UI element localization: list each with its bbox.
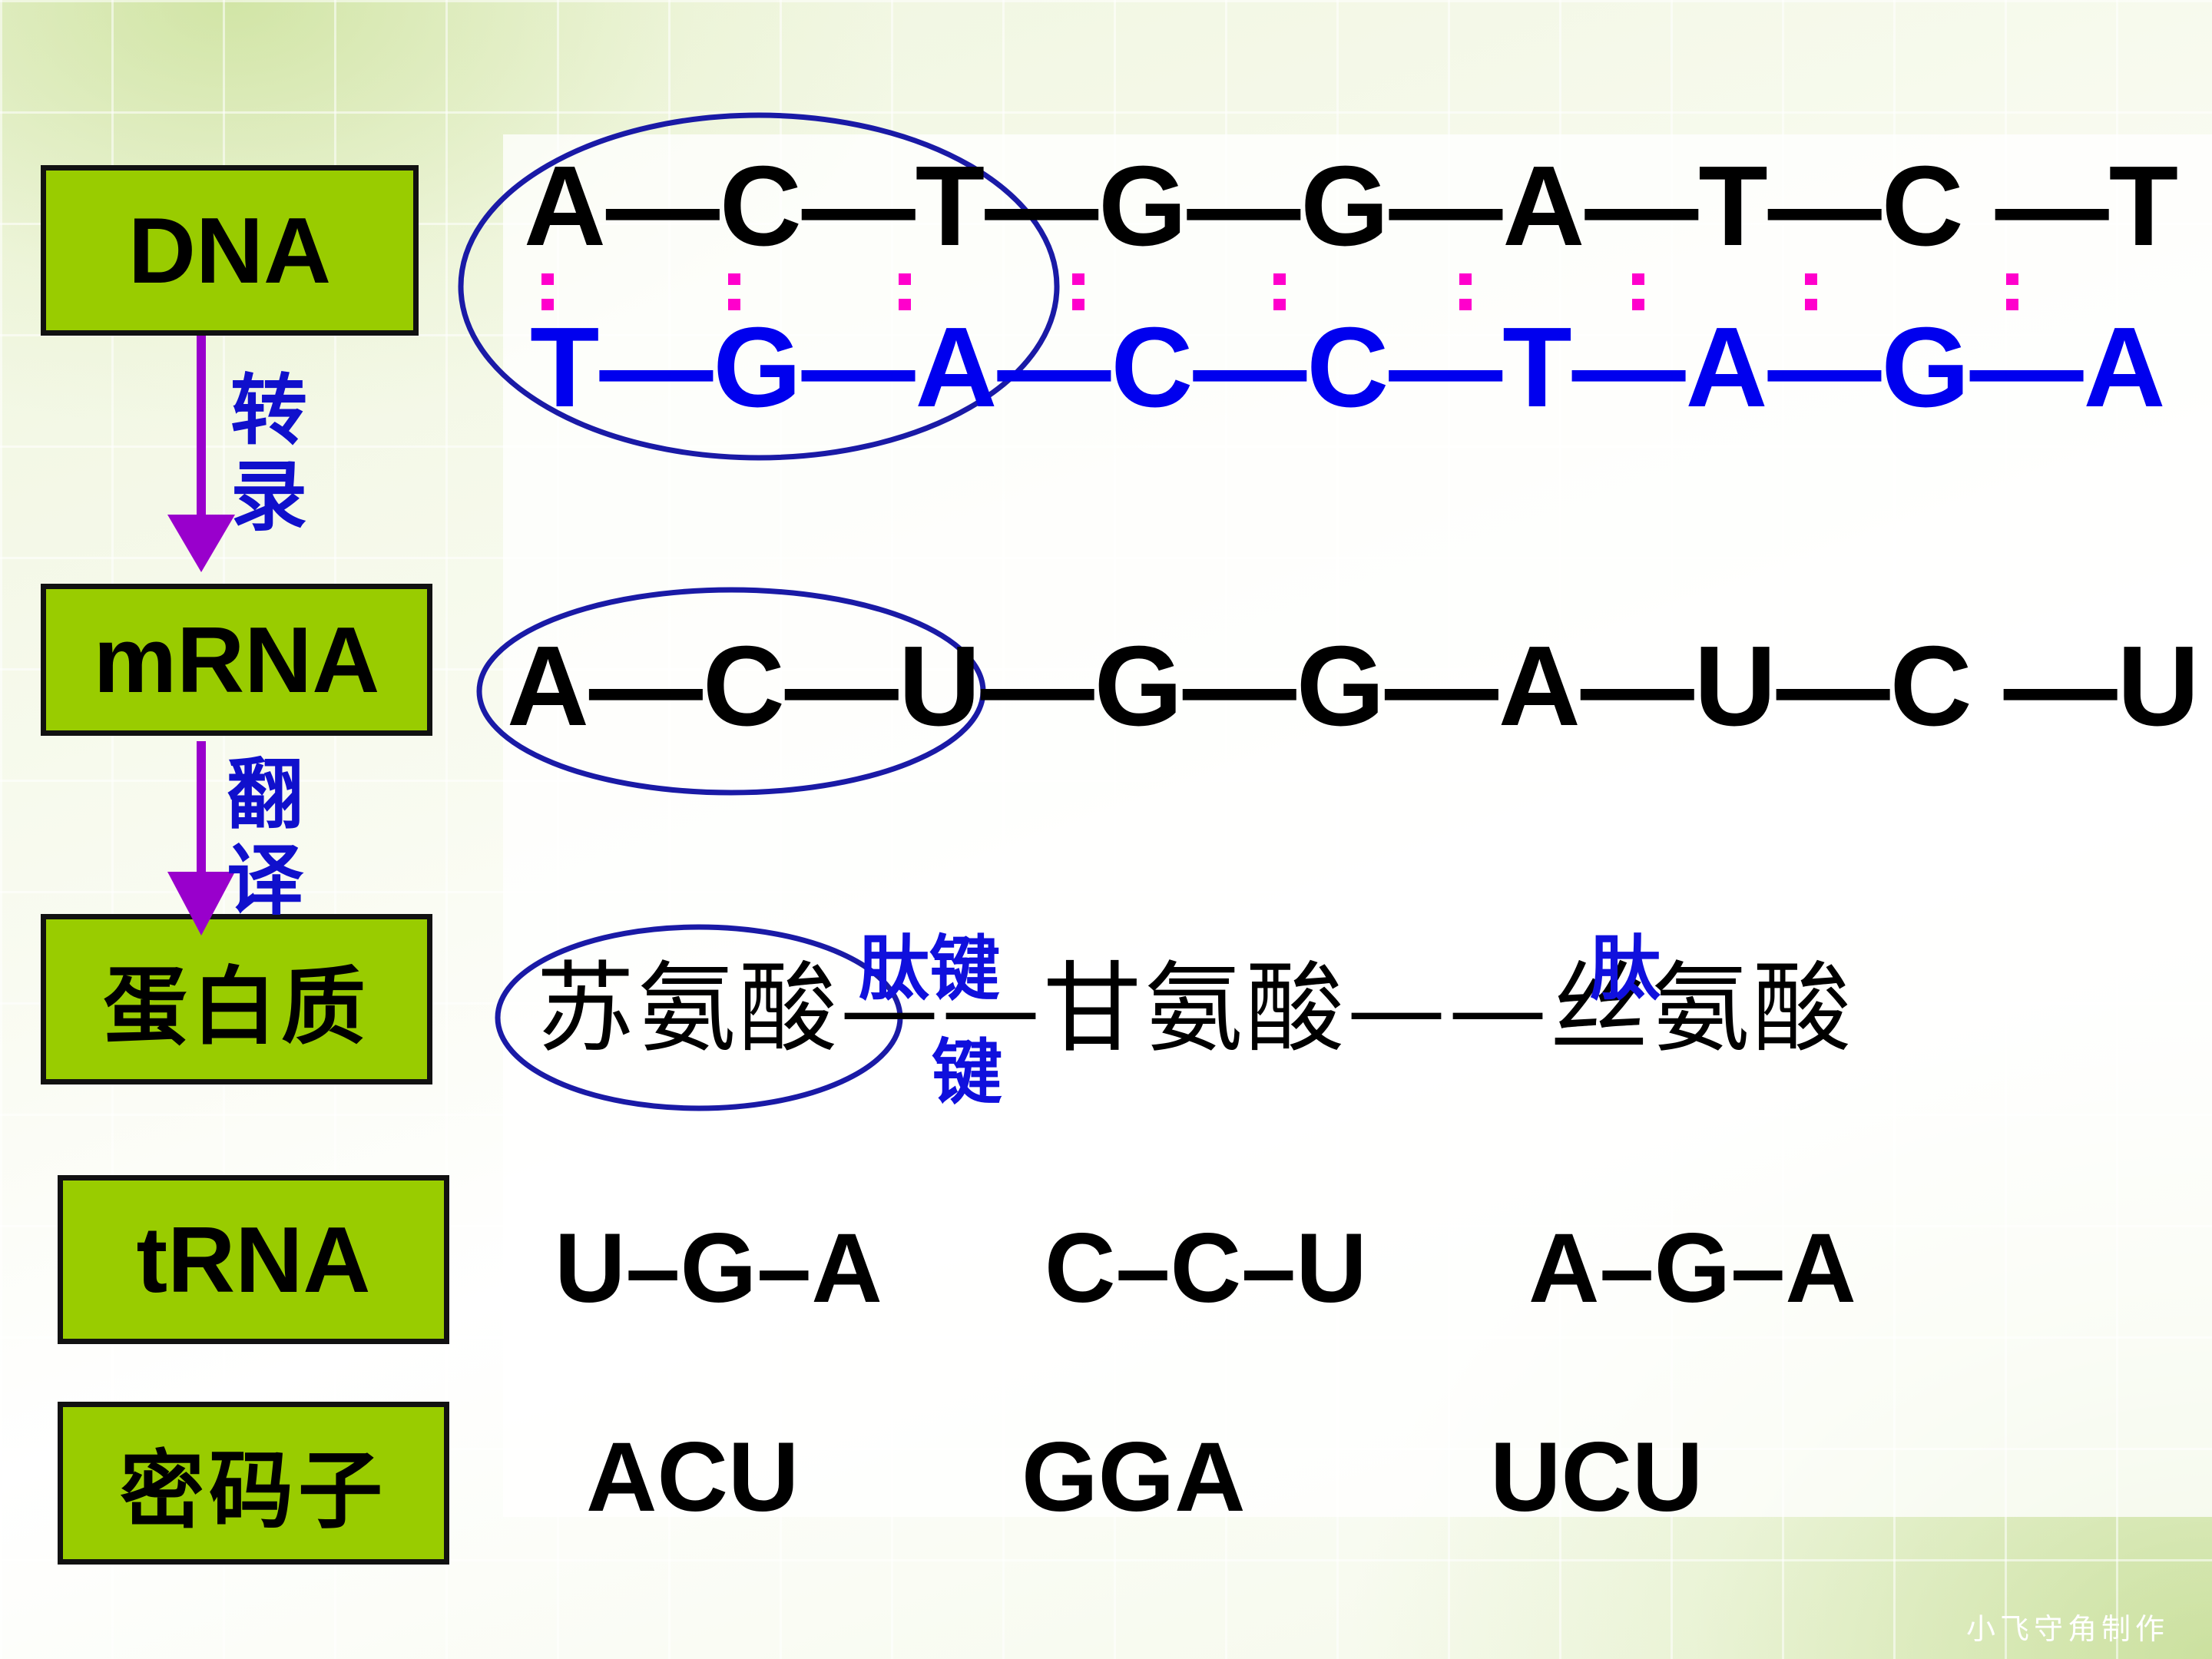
trna-anticodon-3: A–G–A [1528,1214,1856,1323]
hydrogen-bond [2006,273,2018,310]
peptide-bond-label-1-tail: 键 [932,1031,1003,1114]
transcription-label: 转录 [230,365,307,541]
hydrogen-bond [899,273,911,310]
codon-1: ACU [586,1422,800,1532]
codon-2: GGA [1022,1422,1246,1532]
translation-label: 翻译 [227,749,303,926]
translation-arrow [167,741,235,935]
transcription-arrow [167,336,235,572]
trna-anticodon-2: C–C–U [1045,1214,1367,1323]
label-trna: tRNA [58,1175,449,1344]
label-mrna: mRNA [41,584,432,736]
hydrogen-bond [541,273,554,310]
label-dna: DNA [41,165,419,336]
label-codon: 密码子 [58,1402,449,1565]
hydrogen-bond [728,273,740,310]
peptide-bond-label-1: 肽键 [859,927,1001,1010]
dna-complement-strand: T—G—A—C—C—T—A—G—A [530,304,2166,431]
trna-anticodon-1: U–G–A [555,1214,882,1323]
protein-chain: 苏氨酸——甘氨酸——丝氨酸 [536,952,1855,1066]
label-protein: 蛋白质 [41,914,432,1084]
dna-top-strand: A—C—T—G—G—A—T—C —T [524,143,2179,270]
hydrogen-bond [1072,273,1084,310]
hydrogen-bond [1632,273,1644,310]
mrna-codon-circle [476,587,986,796]
amino-acid-circle [495,924,903,1111]
hydrogen-bond [1273,273,1286,310]
dna-triplet-circle [458,112,1060,461]
codon-3: UCU [1490,1422,1704,1532]
hydrogen-bond [1459,273,1472,310]
content-panel [503,134,2212,1517]
mrna-sequence: A—C—U—G—G—A—U—C —U [507,623,2200,750]
watermark: 小飞守角制作 [1966,1612,2170,1646]
peptide-bond-label-2: 肽 [1590,927,1661,1010]
hydrogen-bond [1805,273,1817,310]
